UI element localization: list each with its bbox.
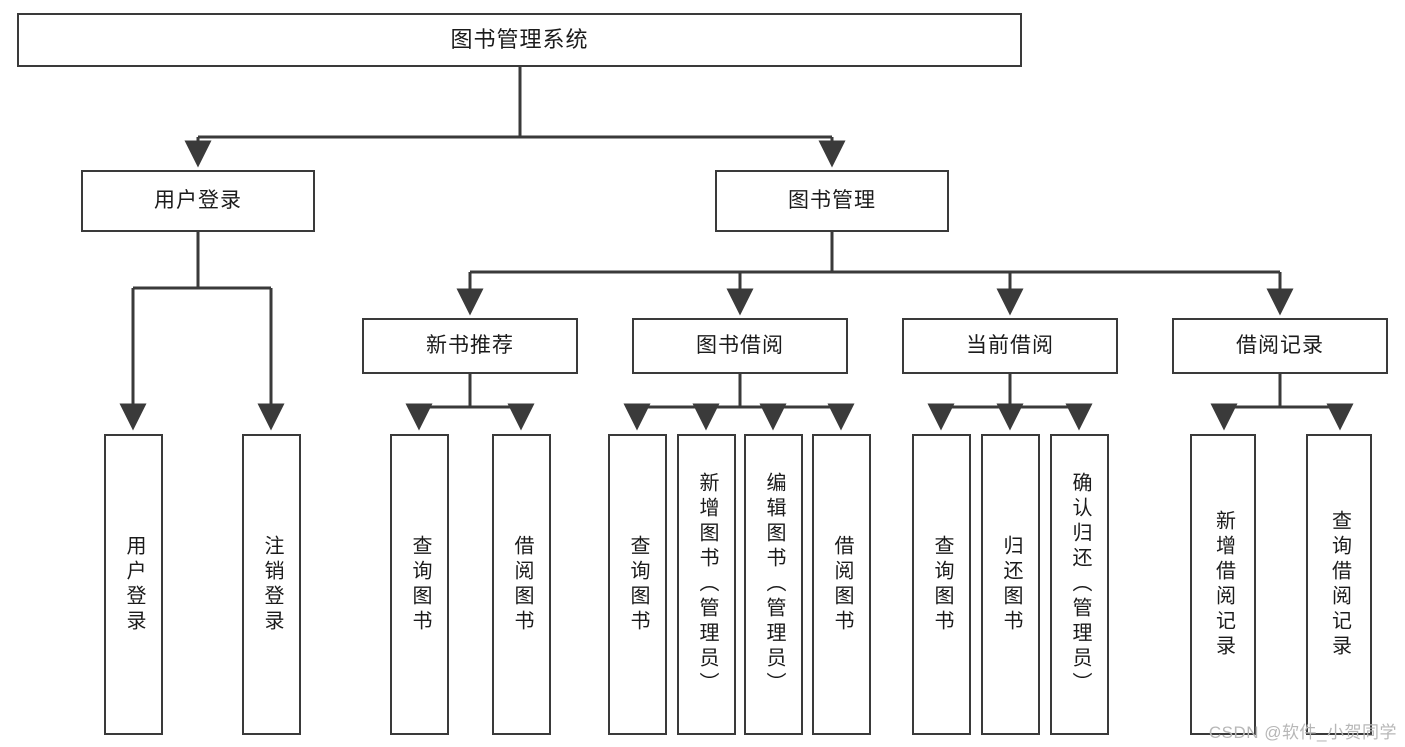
node-label: 图书借阅 [696,333,784,357]
node-label: 确认归还（管理员） [1069,472,1091,697]
leaf-borrow-record-query-record[interactable]: 查询借阅记录 [1306,434,1372,735]
node-user-login[interactable]: 用户登录 [81,170,315,232]
node-label: 用户登录 [154,188,242,212]
node-label: 查询借阅记录 [1328,509,1351,660]
node-label: 当前借阅 [966,333,1054,357]
leaf-book-borrow-query-books[interactable]: 查询图书 [608,434,667,735]
node-label: 借阅图书 [511,534,533,635]
node-new-book-recommendation[interactable]: 新书推荐 [362,318,578,374]
node-book-borrowing[interactable]: 图书借阅 [632,318,848,374]
node-label: 新增图书（管理员） [696,472,718,697]
leaf-new-book-query-books[interactable]: 查询图书 [390,434,449,735]
leaf-borrow-record-add-record[interactable]: 新增借阅记录 [1190,434,1256,735]
leaf-user-login-login[interactable]: 用户登录 [104,434,163,735]
node-label: 用户登录 [123,534,145,635]
node-label: 查询图书 [627,534,649,635]
leaf-current-borrow-query-books[interactable]: 查询图书 [912,434,971,735]
node-label: 新增借阅记录 [1212,509,1235,660]
node-current-borrowing[interactable]: 当前借阅 [902,318,1118,374]
node-label: 借阅记录 [1236,333,1324,357]
node-book-management[interactable]: 图书管理 [715,170,949,232]
leaf-book-borrow-borrow-books[interactable]: 借阅图书 [812,434,871,735]
leaf-user-login-logout[interactable]: 注销登录 [242,434,301,735]
node-label: 编辑图书（管理员） [763,472,785,697]
node-label: 查询图书 [409,534,431,635]
csdn-watermark: CSDN @软件_小贺同学 [1208,723,1397,742]
node-label: 注销登录 [261,534,283,635]
node-borrowing-records[interactable]: 借阅记录 [1172,318,1388,374]
node-root-book-management-system[interactable]: 图书管理系统 [17,13,1022,67]
node-label: 图书管理系统 [450,27,589,53]
leaf-current-borrow-confirm-return-admin[interactable]: 确认归还（管理员） [1050,434,1109,735]
leaf-book-borrow-add-book-admin[interactable]: 新增图书（管理员） [677,434,736,735]
leaf-current-borrow-return-books[interactable]: 归还图书 [981,434,1040,735]
node-label: 新书推荐 [426,333,514,357]
node-label: 归还图书 [1000,534,1022,635]
node-label: 借阅图书 [831,534,853,635]
leaf-new-book-borrow-books[interactable]: 借阅图书 [492,434,551,735]
node-label: 图书管理 [788,188,876,212]
leaf-book-borrow-edit-book-admin[interactable]: 编辑图书（管理员） [744,434,803,735]
node-label: 查询图书 [931,534,953,635]
